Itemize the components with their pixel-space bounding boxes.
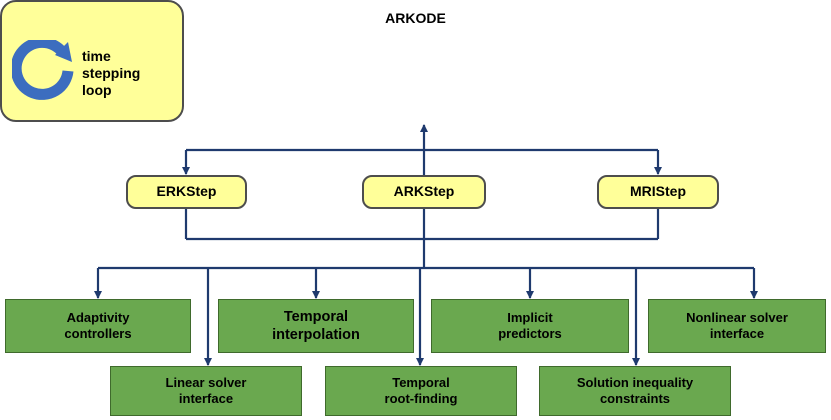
module-label-line: interpolation [272,327,360,343]
module-label-line: Adaptivity [66,309,130,325]
module-label-line: Temporal [392,374,450,390]
module-label-line: constraints [599,391,671,406]
module-label-line: Temporal [283,308,349,325]
module-label-line: Solution inequality [576,374,694,390]
module-label-line: Nonlinear solver [686,309,788,325]
module-label-line: Implicit [507,309,553,325]
mristep-label: MRIStep [630,183,686,200]
loop-label: time stepping loop [82,48,140,99]
module-label-line: root-finding [384,391,458,406]
loop-label-line: loop [82,82,112,99]
temporal-interpolation-box: Temporal interpolation [218,299,414,353]
module-label-line: controllers [64,326,132,341]
arkstep-box: ARKStep [362,175,486,209]
nonlinear-solver-interface-box: Nonlinear solver interface [648,299,826,353]
module-label-line: Linear solver [165,374,247,390]
loop-label-line: time [82,48,111,64]
implicit-predictors-box: Implicit predictors [431,299,629,353]
module-label-line: interface [178,391,234,406]
mristep-box: MRIStep [597,175,719,209]
solution-inequality-constraints-box: Solution inequality constraints [539,366,731,416]
temporal-root-finding-box: Temporal root-finding [325,366,517,416]
module-label-line: interface [709,326,765,341]
loop-label-line: stepping [82,65,141,82]
erkstep-box: ERKStep [126,175,247,209]
arkstep-label: ARKStep [393,183,455,200]
module-label-line: predictors [498,326,562,341]
adaptivity-controllers-box: Adaptivity controllers [5,299,191,353]
arkode-box: ARKODE time stepping loop [0,0,446,122]
circular-arrow-icon [12,40,74,100]
linear-solver-interface-box: Linear solver interface [110,366,302,416]
erkstep-label: ERKStep [156,183,217,200]
arkode-title: ARKODE [385,10,446,26]
